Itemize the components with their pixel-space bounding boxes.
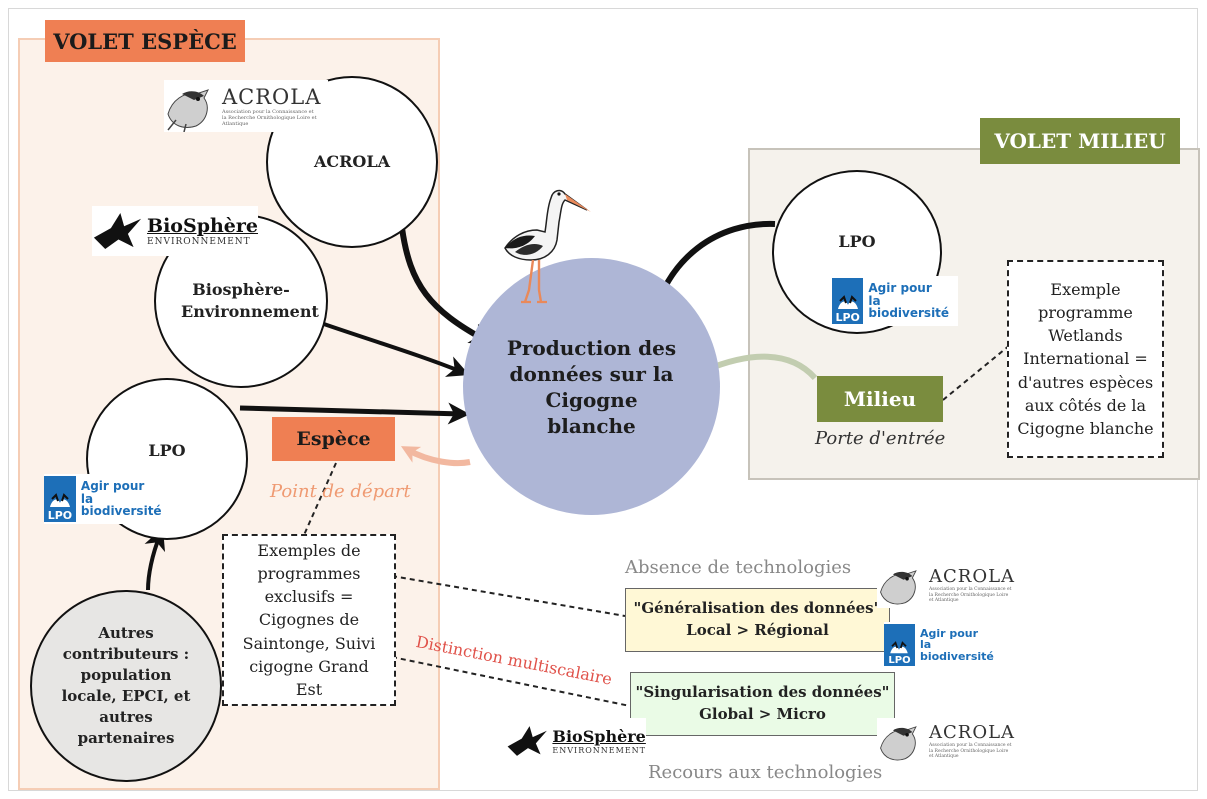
biosphere-logo: BioSphère ENVIRONNEMENT bbox=[92, 206, 258, 256]
singularisation-scale: Global > Micro bbox=[699, 705, 826, 723]
singularisation-title: "Singularisation des données" bbox=[635, 683, 890, 702]
lpo-mark-text-3: LPO bbox=[888, 655, 911, 666]
lpo-logo-left: LPO Agir pour la biodiversité bbox=[44, 474, 172, 524]
lpo-logo-right: LPO Agir pour la biodiversité bbox=[832, 276, 958, 326]
recours-label: Recours aux technologies bbox=[648, 762, 883, 783]
species-panel-title: VOLET ESPÈCE bbox=[45, 20, 245, 62]
milieu-examples-text: Exemple programme Wetlands International… bbox=[1017, 279, 1154, 438]
acrola-bird-icon-2 bbox=[880, 570, 917, 605]
biosphere-bird-icon-2 bbox=[507, 726, 547, 756]
lpo-logo-scale: LPO Agir pour la biodiversité bbox=[884, 622, 1006, 668]
milieu-panel-title: VOLET MILIEU bbox=[980, 118, 1180, 164]
milieu-examples-box: Exemple programme Wetlands International… bbox=[1007, 260, 1164, 458]
generalisation-title: "Généralisation des données" bbox=[633, 599, 882, 618]
arrow-autres-lpo bbox=[144, 527, 166, 591]
biosphere-logo-2-name: BioSphère bbox=[552, 727, 646, 746]
biosphere-logo-sub: ENVIRONNEMENT bbox=[147, 237, 251, 247]
lpo-birds-icon-3 bbox=[890, 641, 909, 654]
acrola-logo-sub: Association pour la Connaissance et la R… bbox=[222, 109, 317, 127]
dash-box-singularisation bbox=[391, 656, 631, 707]
autres-circle: Autres contributeurs : population locale… bbox=[30, 590, 222, 782]
acrola-logo-name: ACROLA bbox=[222, 85, 322, 109]
center-label: Production des données sur la Cigogne bl… bbox=[506, 335, 677, 438]
lpo-tagline-2-2: la biodiversité bbox=[868, 293, 950, 321]
lpo-birds-icon bbox=[49, 493, 70, 507]
generalisation-scale: Local > Régional bbox=[686, 621, 829, 639]
lpo-mark-text: LPO bbox=[47, 509, 73, 522]
milieu-caption: Porte d'entrée bbox=[815, 428, 946, 449]
center-circle: Production des données sur la Cigogne bl… bbox=[463, 258, 720, 515]
absence-label: Absence de technologies bbox=[625, 557, 852, 578]
lpo-tagline-2-3: la biodiversité bbox=[919, 638, 994, 663]
acrola-label: ACROLA bbox=[313, 151, 391, 171]
espece-tag: Espèce bbox=[272, 417, 395, 461]
lpo-tagline-1-3: Agir pour bbox=[919, 626, 979, 640]
acrola-logo-2-name: ACROLA bbox=[929, 566, 1016, 588]
biosphere-logo-2-sub: ENVIRONNEMENT bbox=[552, 746, 646, 755]
lpo-mark-icon-3: LPO bbox=[884, 624, 915, 666]
singularisation-box: "Singularisation des données" Global > M… bbox=[630, 672, 895, 736]
milieu-tag: Milieu bbox=[817, 376, 943, 422]
dash-milieu-box bbox=[942, 344, 1011, 401]
species-examples-box: Exemples de programmes exclusifs = Cigog… bbox=[222, 534, 396, 706]
acrola-logo-3: ACROLA Association pour la Connaissance … bbox=[877, 718, 1019, 764]
arrow-lpo-center bbox=[239, 402, 470, 425]
autres-label: Autres contributeurs : population locale… bbox=[61, 624, 191, 747]
lpo-left-label: LPO bbox=[148, 440, 186, 460]
biosphere-bird-icon bbox=[93, 213, 142, 249]
acrola-logo-2: ACROLA Association pour la Connaissance … bbox=[877, 562, 1019, 608]
arrow-milieu-center bbox=[698, 353, 818, 381]
espece-caption: Point de départ bbox=[270, 481, 411, 502]
biosphere-logo-name: BioSphère bbox=[147, 215, 258, 237]
lpo-mark-text-2: LPO bbox=[835, 311, 860, 324]
acrola-logo-3-name: ACROLA bbox=[929, 722, 1016, 744]
arrow-biosphere-center bbox=[317, 320, 470, 377]
stork-icon bbox=[504, 189, 591, 304]
lpo-right-label: LPO bbox=[838, 231, 876, 251]
acrola-bird-icon bbox=[167, 89, 209, 132]
species-examples-text: Exemples de programmes exclusifs = Cigog… bbox=[242, 540, 376, 699]
lpo-mark-icon-2: LPO bbox=[832, 278, 864, 324]
dash-box-generalisation bbox=[391, 575, 626, 617]
acrola-logo-3-sub: Association pour la Connaissance et la R… bbox=[929, 743, 1012, 760]
arrow-acrola-center bbox=[399, 227, 493, 344]
acrola-logo-2-sub: Association pour la Connaissance et la R… bbox=[929, 587, 1012, 604]
lpo-tagline-1-2: Agir pour bbox=[868, 281, 932, 296]
dash-espece-box bbox=[303, 462, 337, 536]
lpo-birds-icon-2 bbox=[837, 295, 858, 309]
biosphere-logo-2: BioSphère ENVIRONNEMENT bbox=[506, 718, 646, 764]
generalisation-box: "Généralisation des données" Local > Rég… bbox=[625, 588, 890, 652]
biosphere-label: Biosphère-Environnement bbox=[181, 279, 319, 321]
lpo-tagline-1: Agir pour bbox=[80, 479, 145, 494]
arrow-center-espece bbox=[400, 446, 471, 467]
lpo-tagline-2: la biodiversité bbox=[80, 491, 162, 519]
lpo-mark-icon: LPO bbox=[44, 476, 76, 522]
acrola-bird-icon-3 bbox=[880, 726, 917, 761]
acrola-logo: ACROLA Association pour la Connaissance … bbox=[164, 80, 328, 132]
